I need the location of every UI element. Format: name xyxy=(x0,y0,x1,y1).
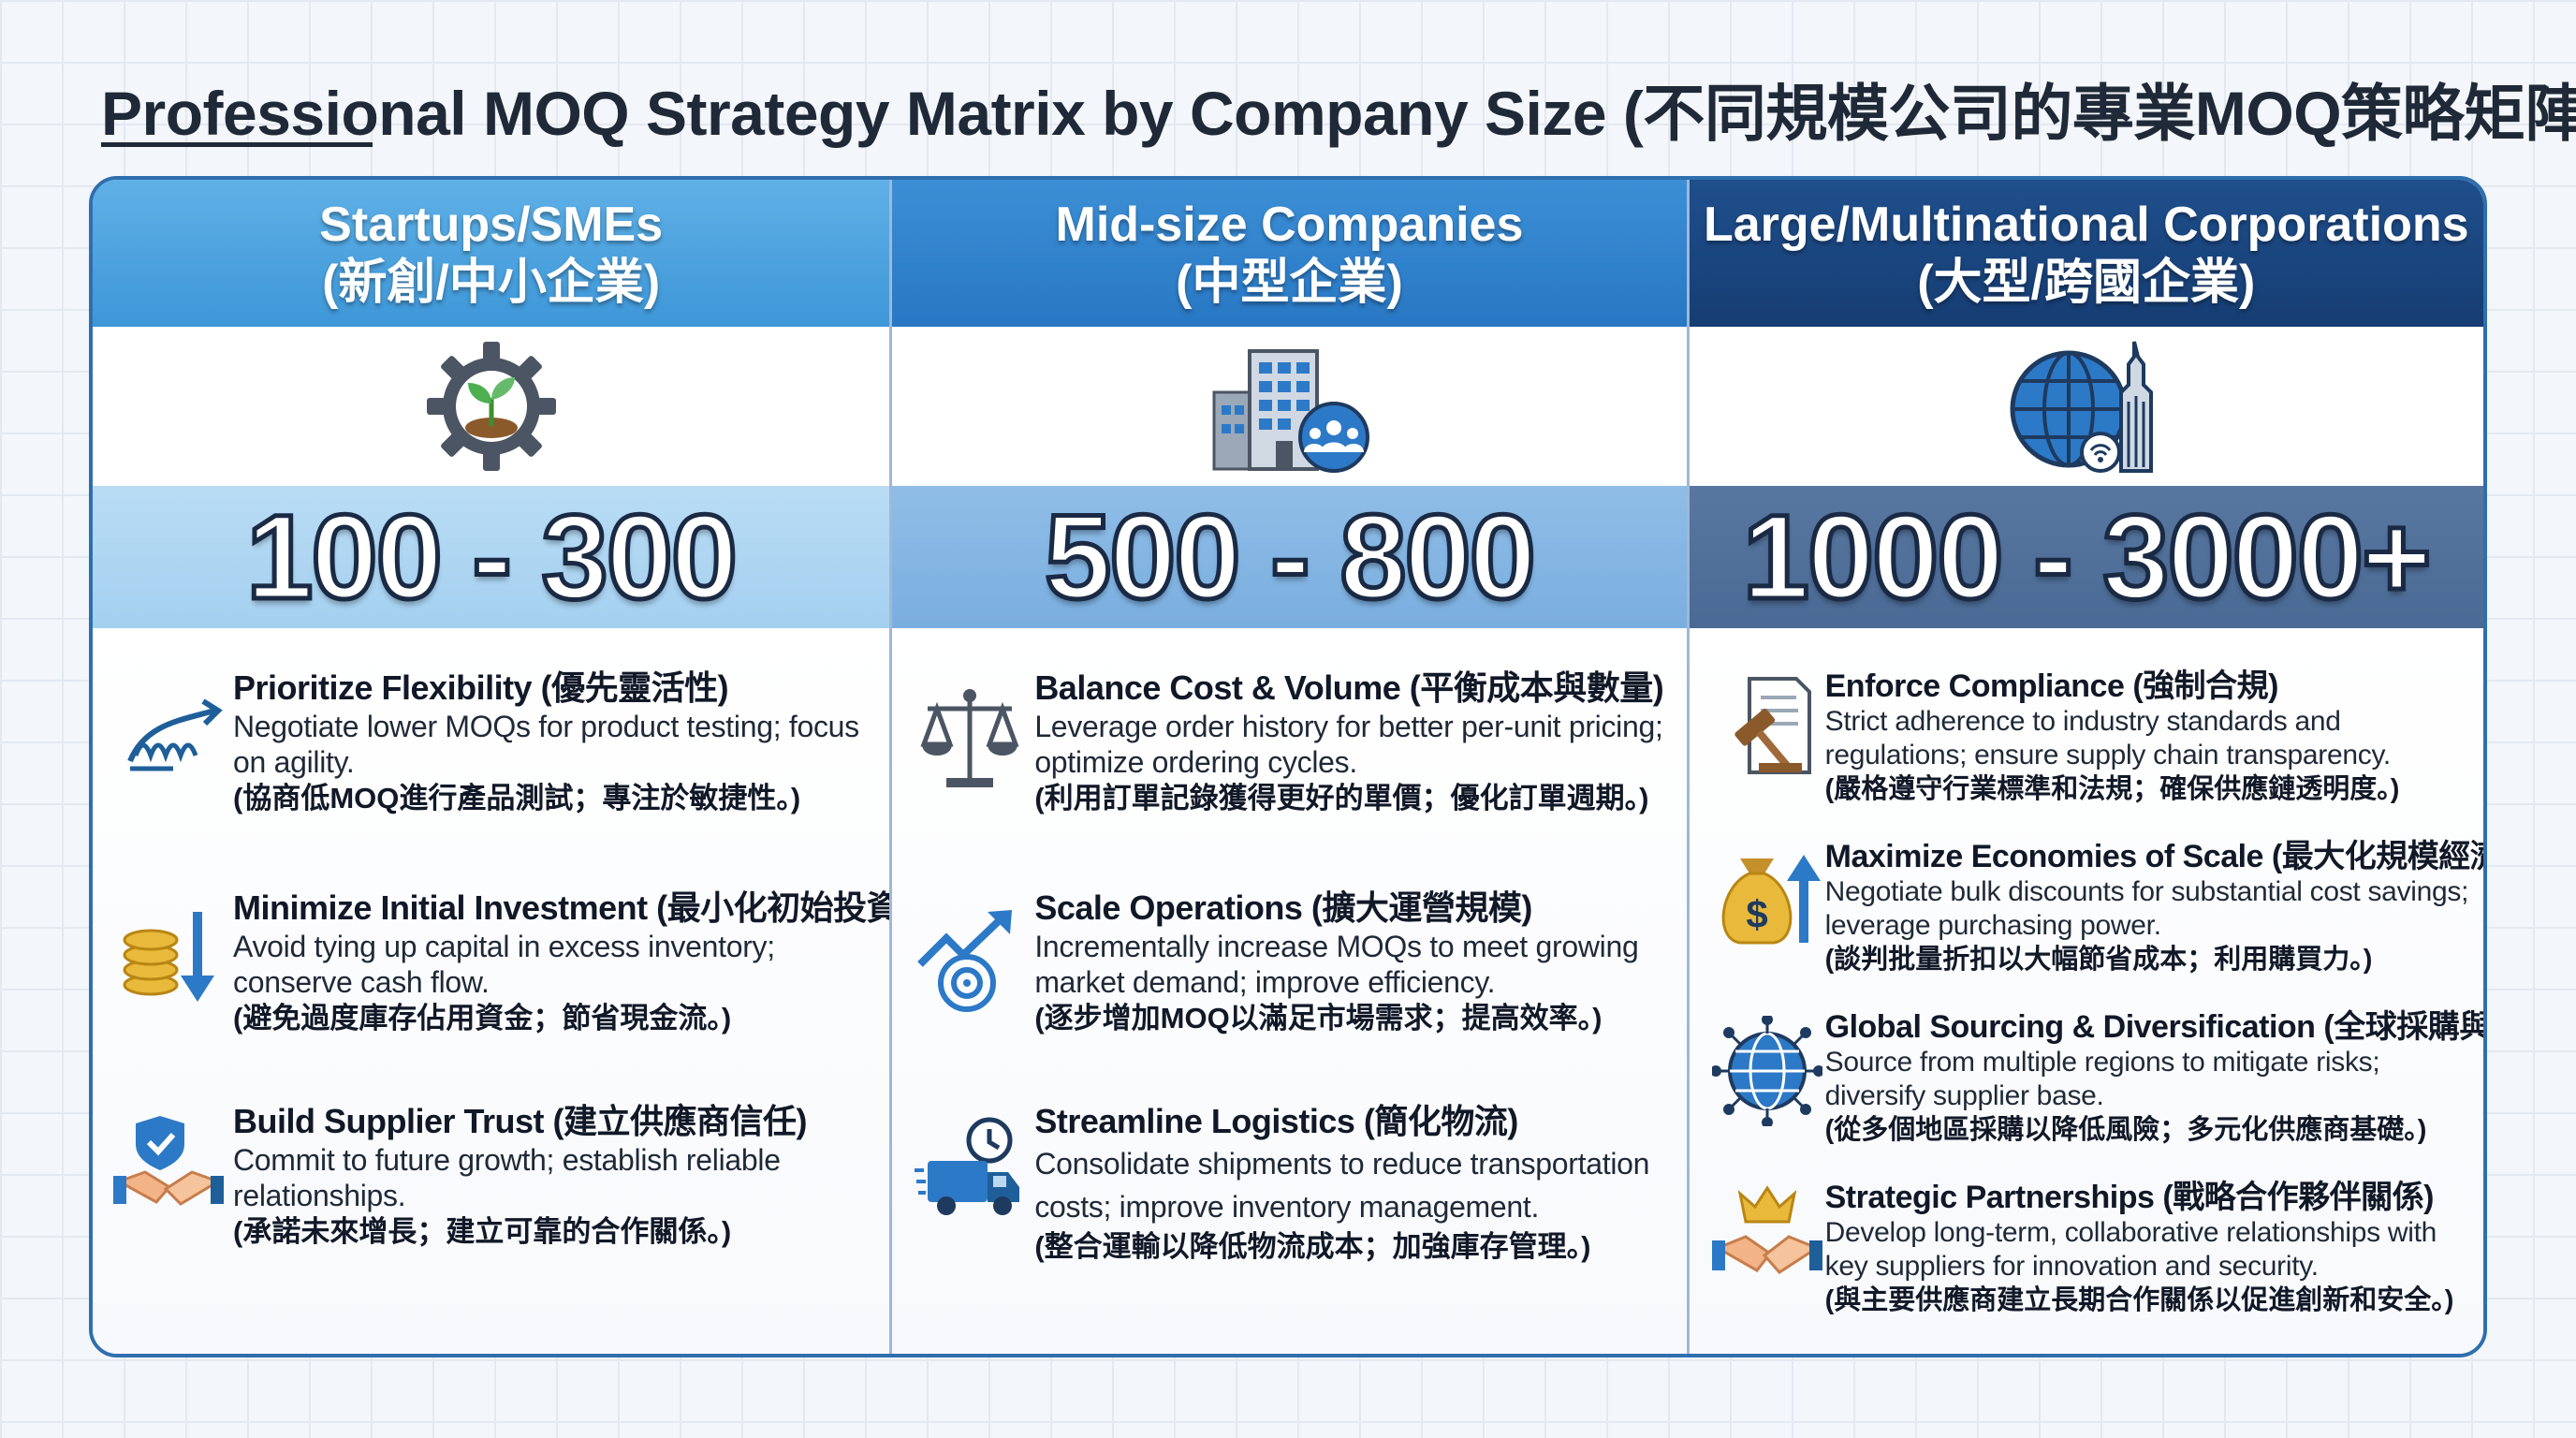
delivery-truck-icon xyxy=(915,1117,1020,1215)
strategy-description-zh: (逐步增加MOQ以滿足市場需求；提高效率。) xyxy=(1034,1002,1603,1034)
column-midsize: Mid-size Companies (中型企業) xyxy=(889,180,1687,1354)
handshake-shield-icon xyxy=(113,1116,224,1206)
column-header-zh: (新創/中小企業) xyxy=(322,255,661,310)
strategy-description: Develop long-term, collaborative relatio… xyxy=(1824,1217,2437,1282)
strategy-description: Consolidate shipments to reduce transpor… xyxy=(1034,1147,1650,1224)
globe-skyscraper-icon xyxy=(2010,341,2153,473)
strategy-title: Scale Operations (擴大運營規模) xyxy=(1034,888,1532,927)
column-header-zh: (大型/跨國企業) xyxy=(1917,255,2256,310)
column-header: Large/Multinational Corporations (大型/跨國企… xyxy=(1689,180,2483,327)
strategy-title: Maximize Economies of Scale (最大化規模經濟) xyxy=(1824,839,2487,874)
strategy-description-zh: (協商低MOQ進行產品測試；專注於敏捷性。) xyxy=(233,782,801,814)
crown-handshake-icon xyxy=(1711,1185,1822,1274)
strategy-title: Prioritize Flexibility (優先靈活性) xyxy=(233,668,729,707)
plant-gear-icon xyxy=(426,342,556,471)
column-header-en: Startups/SMEs xyxy=(319,197,664,252)
strategy-description: Strict adherence to industry standards a… xyxy=(1824,706,2392,770)
strategy-description: Negotiate lower MOQs for product testing… xyxy=(233,710,859,779)
column-header: Startups/SMEs (新創/中小企業) xyxy=(93,180,890,327)
strategy-description-zh: (從多個地區採購以降低風險；多元化供應商基礎。) xyxy=(1824,1115,2427,1145)
strategy-list: Balance Cost & Volume (平衡成本與數量) Leverage… xyxy=(892,628,1687,1354)
strategy-description: Commit to future growth; establish relia… xyxy=(233,1143,781,1212)
strategy-description: Leverage order history for better per-un… xyxy=(1034,710,1663,779)
strategy-title: Build Supplier Trust (建立供應商信任) xyxy=(233,1102,808,1140)
strategy-title: Minimize Initial Investment (最小化初始投資) xyxy=(233,888,911,927)
svg-text:$: $ xyxy=(1746,892,1767,936)
strategy-description-zh: (避免過度庫存佔用資金；節省現金流。) xyxy=(233,1002,732,1034)
strategy-matrix: Startups/SMEs (新創/中小企業) xyxy=(89,176,2487,1357)
strategy-title: Balance Cost & Volume (平衡成本與數量) xyxy=(1034,668,1664,707)
coins-down-arrow-icon xyxy=(123,912,214,1002)
strategy-list: Enforce Compliance (強制合規) Strict adheren… xyxy=(1689,628,2487,1354)
global-network-icon xyxy=(1711,1016,1822,1126)
column-header-en: Mid-size Companies xyxy=(1055,197,1524,252)
strategy-title: Streamline Logistics (簡化物流) xyxy=(1034,1102,1518,1140)
strategy-title: Global Sourcing & Diversification (全球採購與… xyxy=(1824,1009,2483,1045)
column-large: Large/Multinational Corporations (大型/跨國企… xyxy=(1686,180,2487,1354)
scales-icon xyxy=(920,689,1019,787)
spring-arrow-icon xyxy=(127,698,223,771)
moq-range: 100 - 300 xyxy=(93,486,890,628)
page-title: Professional MOQ Strategy Matrix by Comp… xyxy=(101,79,2576,148)
strategy-description-zh: (談判批量折扣以大幅節省成本；利用購買力。) xyxy=(1824,945,2373,975)
strategy-title: Strategic Partnerships (戰略合作夥伴關係) xyxy=(1824,1180,2435,1215)
strategy-description: Avoid tying up capital in excess invento… xyxy=(233,930,775,999)
column-header-zh: (中型企業) xyxy=(1176,255,1403,310)
strategy-description: Negotiate bulk discounts for substantial… xyxy=(1824,876,2469,941)
strategy-description-zh: (整合運輸以降低物流成本；加強庫存管理。) xyxy=(1034,1230,1591,1263)
growth-target-icon xyxy=(917,910,1013,1012)
building-team-icon xyxy=(1212,349,1370,473)
column-startups: Startups/SMEs (新創/中小企業) xyxy=(93,180,911,1354)
strategy-description-zh: (承諾未來增長；建立可靠的合作關係。) xyxy=(233,1215,732,1248)
strategy-title: Enforce Compliance (強制合規) xyxy=(1824,668,2279,704)
title-underline xyxy=(101,142,373,147)
moq-range: 1000 - 3000+ xyxy=(1689,486,2483,628)
moq-range: 500 - 800 xyxy=(892,486,1687,628)
money-bag-icon: $ xyxy=(1721,855,1821,945)
column-header: Mid-size Companies (中型企業) xyxy=(892,180,1687,327)
strategy-description-zh: (與主要供應商建立長期合作關係以促進創新和安全。) xyxy=(1824,1285,2454,1315)
strategy-list: Prioritize Flexibility (優先靈活性) Negotiate… xyxy=(93,628,911,1354)
column-header-en: Large/Multinational Corporations xyxy=(1703,197,2469,252)
strategy-description: Incrementally increase MOQs to meet grow… xyxy=(1034,930,1639,999)
strategy-description-zh: (利用訂單記錄獲得更好的單價；優化訂單週期。) xyxy=(1034,782,1649,814)
strategy-description-zh: (嚴格遵守行業標準和法規；確保供應鏈透明度。) xyxy=(1824,774,2400,804)
strategy-description: Source from multiple regions to mitigate… xyxy=(1824,1047,2380,1111)
gavel-document-icon xyxy=(1734,677,1811,774)
